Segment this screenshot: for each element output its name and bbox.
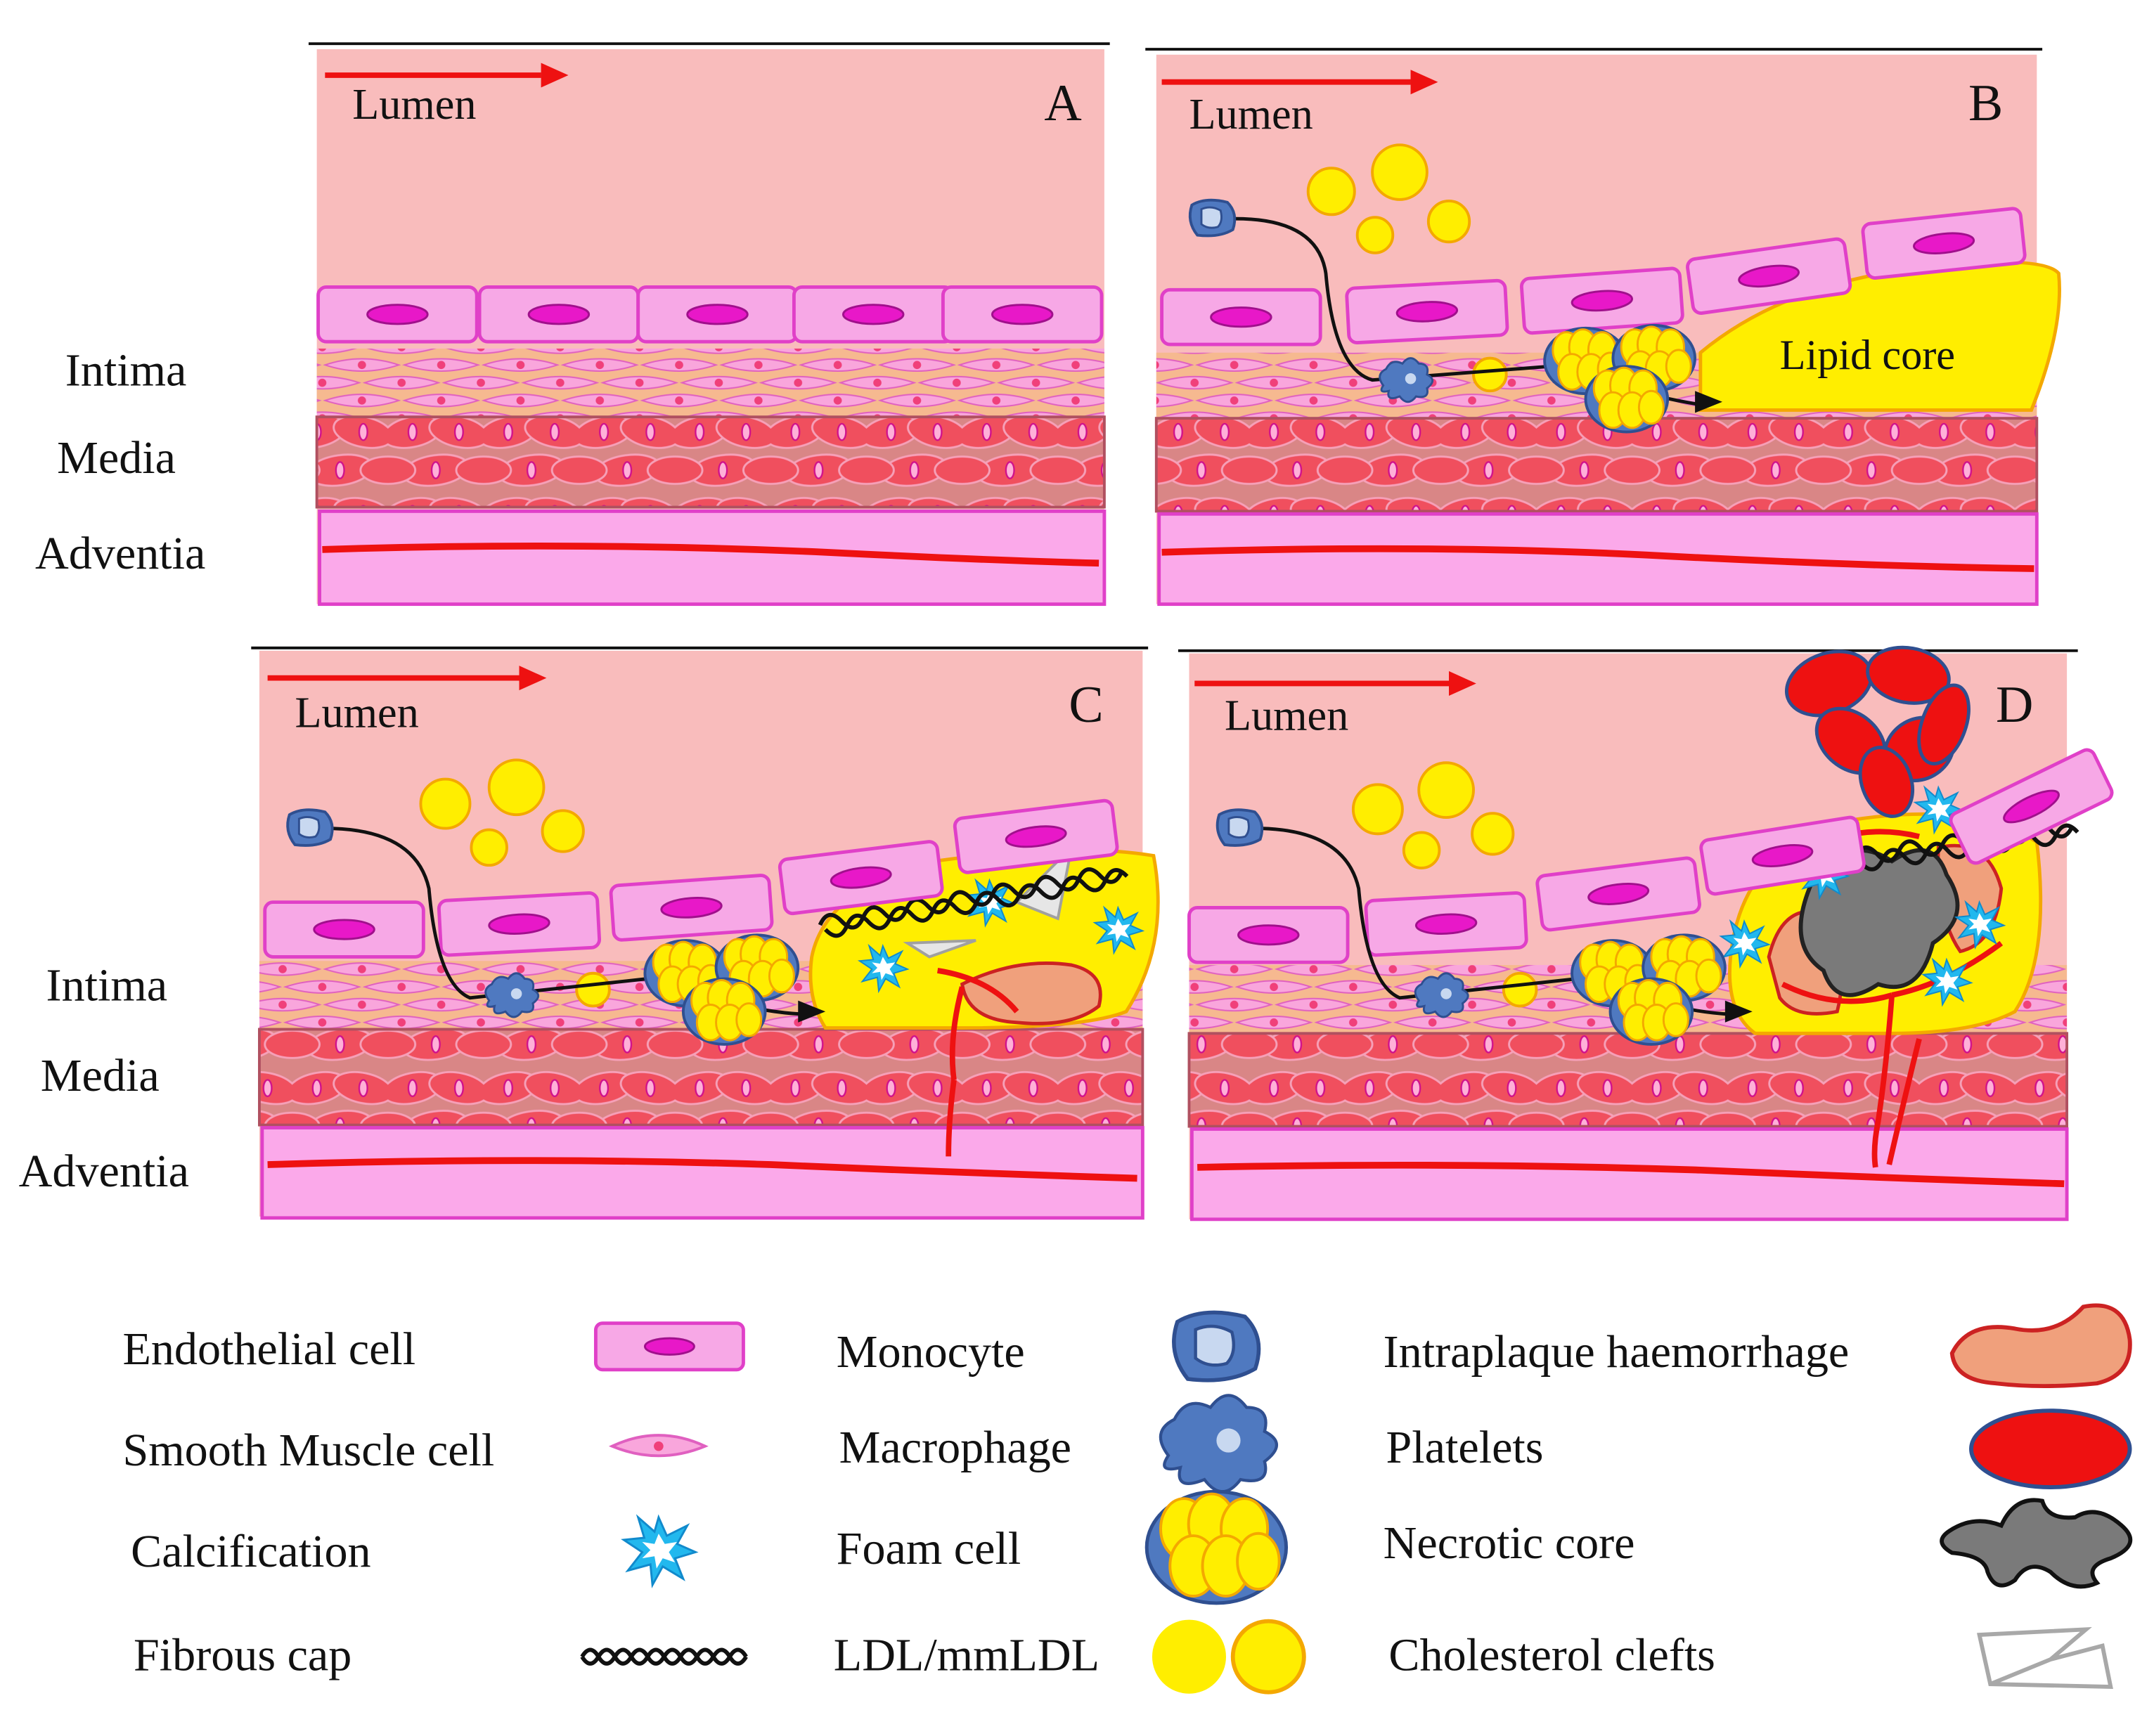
ldl-particles bbox=[1351, 761, 1538, 1008]
legend-macrophage-label: Macrophage bbox=[839, 1422, 1071, 1473]
legend-haemorrhage-label: Intraplaque haemorrhage bbox=[1384, 1326, 1850, 1378]
media-label: Media bbox=[57, 432, 176, 484]
panel-a: Lumen A bbox=[308, 42, 1110, 607]
legend-endothelial-label: Endothelial cell bbox=[122, 1323, 415, 1375]
flow-arrow bbox=[1161, 70, 1438, 95]
endothelium-row bbox=[318, 287, 1102, 342]
legend-monocyte-label: Monocyte bbox=[837, 1326, 1025, 1378]
endothelial-cell-icon bbox=[593, 1321, 745, 1372]
intima-label: Intima bbox=[65, 344, 187, 396]
panel-letter: D bbox=[1996, 675, 2033, 733]
ldl-particles bbox=[1306, 143, 1508, 393]
necrotic-core-icon bbox=[1940, 1498, 2133, 1589]
panel-c: Lumen C bbox=[251, 646, 1160, 1220]
legend-calcification-label: Calcification bbox=[131, 1526, 370, 1577]
layer-labels-bottom: Intima Media Adventia bbox=[19, 960, 189, 1198]
smooth-muscle-cell-icon bbox=[608, 1434, 709, 1458]
legend-ldl-label: LDL/mmLDL bbox=[834, 1630, 1099, 1681]
fibrous-cap-icon bbox=[580, 1647, 748, 1666]
calcification-icon bbox=[622, 1516, 697, 1586]
lumen-label: Lumen bbox=[352, 81, 476, 129]
flow-arrow bbox=[267, 666, 547, 691]
lumen-label: Lumen bbox=[1189, 91, 1313, 138]
platelet-icon bbox=[1969, 1408, 2132, 1489]
layer-labels-top: Intima Media Adventia bbox=[35, 344, 205, 579]
lumen-label: Lumen bbox=[1225, 692, 1348, 740]
flow-arrow bbox=[1194, 671, 1476, 696]
lipid-core-label: Lipid core bbox=[1780, 332, 1955, 379]
panel-letter: B bbox=[1968, 74, 2003, 131]
adventia-label: Adventia bbox=[19, 1146, 189, 1197]
intima-label: Intima bbox=[46, 960, 168, 1011]
ldl-icon bbox=[1152, 1619, 1306, 1695]
legend-fibrous-cap-label: Fibrous cap bbox=[134, 1630, 352, 1681]
legend-smc-label: Smooth Muscle cell bbox=[122, 1425, 494, 1476]
panel-letter: A bbox=[1044, 74, 1081, 131]
adventia-label: Adventia bbox=[35, 528, 205, 579]
legend-platelets-label: Platelets bbox=[1386, 1422, 1544, 1473]
lumen-label: Lumen bbox=[295, 689, 419, 737]
legend: Endothelial cell Smooth Muscle cell Calc… bbox=[122, 1303, 2133, 1695]
legend-foam-cell-label: Foam cell bbox=[837, 1523, 1021, 1574]
panel-letter: C bbox=[1069, 675, 1103, 733]
foam-cell-icon bbox=[1144, 1489, 1289, 1605]
legend-cholesterol-clefts-label: Cholesterol clefts bbox=[1388, 1630, 1715, 1681]
platelet-aggregate bbox=[1784, 645, 1971, 818]
monocyte-icon bbox=[1172, 1310, 1261, 1382]
cholesterol-clefts-icon bbox=[1977, 1626, 2113, 1689]
panel-b: Lipid core Lumen B bbox=[1145, 48, 2061, 607]
media-label: Media bbox=[41, 1050, 160, 1101]
macrophage-icon bbox=[1159, 1394, 1278, 1494]
panel-d: Lumen D bbox=[1178, 645, 2115, 1222]
ldl-particles bbox=[419, 758, 611, 1008]
legend-necrotic-core-label: Necrotic core bbox=[1384, 1517, 1635, 1569]
flow-arrow bbox=[325, 63, 569, 88]
intraplaque-haemorrhage-icon bbox=[1949, 1303, 2132, 1389]
